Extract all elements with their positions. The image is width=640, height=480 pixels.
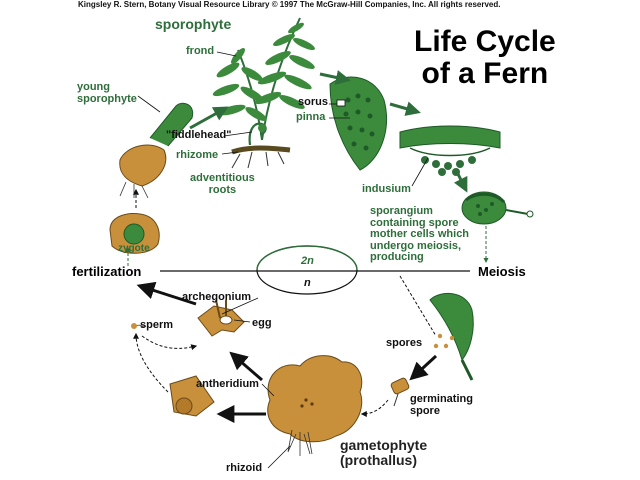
label-sporophyte: sporophyte <box>155 16 232 32</box>
label-rhizoid: rhizoid <box>226 462 263 474</box>
label-egg: egg <box>252 317 272 329</box>
young-sporophyte <box>119 102 194 199</box>
label-young-sporophyte-line-1: young <box>77 81 110 93</box>
label-meiosis: Meiosis <box>478 264 526 279</box>
sorus-cross-section <box>399 125 501 176</box>
copyright-credit: Kingsley R. Stern, Botany Visual Resourc… <box>78 0 501 9</box>
cycle-arrows <box>125 70 489 423</box>
label-spores: spores <box>386 337 423 349</box>
label-sporangium-line-2: containing spore <box>370 216 459 229</box>
label-young-sporophyte: young sporophyte <box>77 81 137 105</box>
label-frond: frond <box>186 45 215 57</box>
sporangium <box>461 191 534 225</box>
label-sperm: sperm <box>140 319 174 331</box>
label-gametophyte: gametophyte (prothallus) <box>340 438 427 467</box>
label-young-sporophyte-line-2: sporophyte <box>77 92 137 105</box>
antheridium <box>169 375 215 417</box>
sperm <box>131 323 147 329</box>
label-adventitious-line-2: roots <box>208 183 237 196</box>
label-sporangium-line-4: undergo meiosis, <box>370 239 462 252</box>
sporangium-releasing-spores <box>429 292 474 381</box>
germinating-spore <box>390 377 410 407</box>
archegonium <box>197 299 245 337</box>
label-archegonium: archegonium <box>182 291 252 303</box>
label-germinating-spore: germinating spore <box>410 393 473 417</box>
label-germinating-line-2: spore <box>410 404 440 417</box>
label-zygote: zygote <box>118 243 150 254</box>
label-haploid: n <box>304 277 311 289</box>
label-rhizome: rhizome <box>176 149 219 161</box>
label-diploid: 2n <box>301 255 314 267</box>
label-gametophyte-line-1: gametophyte <box>340 437 428 453</box>
label-gametophyte-line-2: (prothallus) <box>340 451 417 468</box>
label-fertilization: fertilization <box>72 264 142 279</box>
ploidy-ellipse-top <box>256 245 358 271</box>
title-line-2: of a Fern <box>421 57 549 91</box>
label-adventitious-roots: adventitious roots <box>190 172 255 196</box>
diagram-title: Life Cycle of a Fern <box>414 25 556 91</box>
zygote <box>109 212 160 254</box>
label-sporangium-line-5: producing <box>370 251 424 264</box>
pinna-with-sori <box>329 76 387 171</box>
label-adventitious-line-1: adventitious <box>190 172 255 184</box>
sporophyte-plant <box>212 17 315 169</box>
label-sorus: sorus <box>298 96 328 108</box>
label-antheridium: antheridium <box>196 378 259 390</box>
label-indusium: indusium <box>362 183 411 195</box>
gametophyte <box>267 355 363 456</box>
label-pinna: pinna <box>296 111 326 123</box>
leader-lines <box>137 51 429 469</box>
label-sporangium-line-3: mother cells which <box>370 228 470 241</box>
title-line-1: Life Cycle <box>414 25 556 58</box>
label-fiddlehead: "fiddlehead" <box>166 129 232 141</box>
label-sporangium-line-1: sporangium <box>370 205 433 217</box>
label-sporangium: sporangium containing spore mother cells… <box>370 205 470 264</box>
label-germinating-line-1: germinating <box>410 393 473 405</box>
